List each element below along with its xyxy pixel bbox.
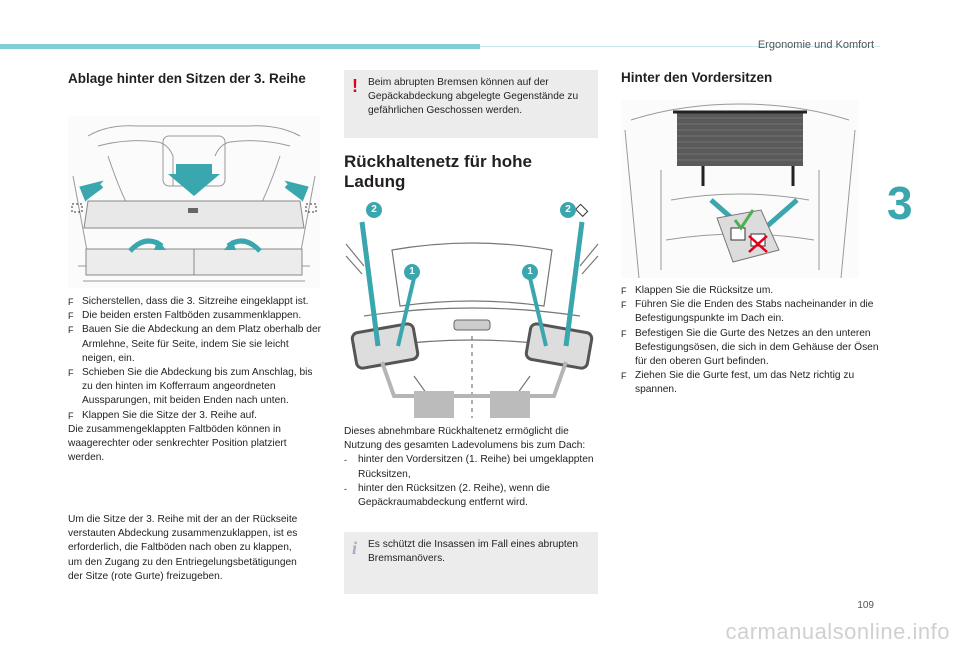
info-note: i Es schützt die Insassen im Fall eines … bbox=[344, 532, 598, 594]
retaining-net-illustration: 2 2 1 1 bbox=[344, 196, 600, 418]
list-item: -hinter den Rücksitzen (2. Reihe), wenn … bbox=[344, 482, 600, 510]
middle-intro: Dieses abnehmbare Rückhaltenetz ermöglic… bbox=[344, 426, 586, 452]
dash-icon: - bbox=[344, 455, 347, 466]
warning-note: ! Beim abrupten Bremsen können auf der G… bbox=[344, 70, 598, 138]
callout-2-right: 2 bbox=[560, 202, 576, 218]
callout-2-left: 2 bbox=[366, 202, 382, 218]
watermark: carmanualsonline.info bbox=[725, 619, 950, 644]
page-number: 109 bbox=[857, 600, 874, 611]
left-paragraph-1: Die zusammengeklappten Faltböden können … bbox=[68, 423, 287, 464]
section-title: Ergonomie und Komfort bbox=[757, 39, 874, 51]
left-section-title: Ablage hinter den Sitzen der 3. Reihe bbox=[68, 71, 306, 86]
warning-icon: ! bbox=[352, 76, 358, 96]
callout-1-left: 1 bbox=[404, 264, 420, 280]
left-paragraph-2: Um die Sitze der 3. Reihe mit der an der… bbox=[68, 514, 298, 582]
bullet-icon: F bbox=[68, 297, 74, 307]
right-section-title: Hinter den Vordersitzen bbox=[621, 70, 773, 85]
warning-text: Beim abrupten Bremsen können auf der Gep… bbox=[368, 77, 579, 117]
dash-icon: - bbox=[344, 483, 347, 494]
header-accent-bar bbox=[0, 44, 480, 49]
bullet-icon: F bbox=[621, 371, 627, 382]
bullet-icon: F bbox=[68, 325, 74, 336]
rear-seat-net-illustration bbox=[621, 100, 859, 278]
bullet-icon: F bbox=[621, 286, 627, 296]
info-icon: i bbox=[352, 538, 358, 558]
middle-section-title: Rückhaltenetz für hohe Ladung bbox=[344, 152, 532, 191]
info-text: Es schützt die Insassen im Fall eines ab… bbox=[368, 539, 579, 565]
chapter-number: 3 bbox=[887, 177, 913, 229]
bullet-icon: F bbox=[68, 368, 74, 379]
bullet-icon: F bbox=[621, 328, 627, 339]
cargo-cover-illustration bbox=[68, 116, 320, 288]
list-item: -hinter den Vordersitzen (1. Reihe) bei … bbox=[344, 453, 600, 481]
middle-text: Dieses abnehmbare Rückhaltenetz ermöglic… bbox=[344, 425, 600, 510]
bullet-icon: F bbox=[68, 410, 74, 421]
callout-1-right: 1 bbox=[522, 264, 538, 280]
bullet-icon: F bbox=[621, 300, 627, 311]
header-rule bbox=[480, 46, 880, 47]
bullet-icon: F bbox=[68, 311, 74, 322]
